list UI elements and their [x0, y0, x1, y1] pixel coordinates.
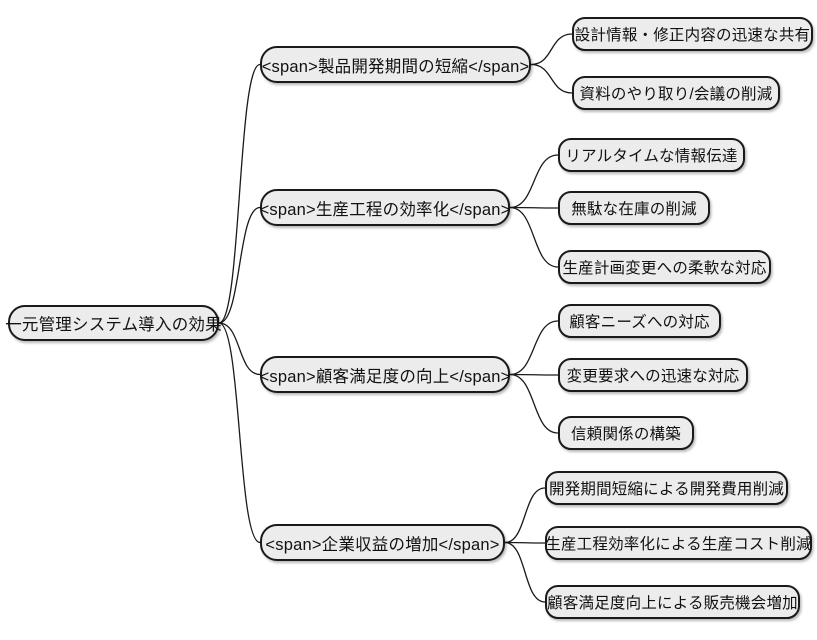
branch-node-0-label: <span>製品開発期間の短縮</span> [261, 57, 530, 76]
branch-node-1-label: <span>生産工程の効率化</span> [259, 200, 511, 219]
root-node[interactable]: 一元管理システム導入の効果 [5, 305, 222, 341]
leaf-node-3-2[interactable]: 顧客満足度向上による販売機会増加 [545, 585, 800, 619]
leaf-node-3-1[interactable]: 生産工程効率化による生産コスト削減 [545, 526, 812, 560]
edge-branch-3-to-leaf-2 [504, 541, 546, 603]
leaf-node-0-1-label: 資料のやり取り/会議の削減 [579, 86, 773, 103]
edge-branch-1-to-leaf-2 [509, 206, 559, 268]
edge-branch-2-to-leaf-0 [509, 320, 559, 376]
edge-root-to-branch-0 [218, 63, 261, 324]
leaf-node-1-0[interactable]: リアルタイムな情報伝達 [558, 138, 745, 172]
leaf-node-0-0-label: 設計情報・修正内容の迅速な共有 [574, 27, 811, 44]
leaf-node-2-1[interactable]: 変更要求への迅速な対応 [558, 358, 748, 392]
leaf-node-3-2-label: 顧客満足度向上による販売機会増加 [547, 595, 798, 612]
leaf-node-2-1-label: 変更要求への迅速な対応 [566, 368, 740, 385]
leaf-node-2-2[interactable]: 信頼関係の構築 [558, 416, 694, 450]
leaf-node-0-0[interactable]: 設計情報・修正内容の迅速な共有 [572, 17, 813, 51]
branch-node-3[interactable]: <span>企業収益の増加</span> [260, 524, 505, 561]
leaf-node-1-2-label: 生産計画変更への柔軟な対応 [562, 260, 767, 277]
leaf-node-1-1-label: 無駄な在庫の削減 [571, 201, 697, 218]
branch-node-2[interactable]: <span>顧客満足度の向上</span> [260, 356, 510, 393]
leaf-node-2-0[interactable]: 顧客ニーズへの対応 [558, 304, 721, 338]
leaf-node-2-2-label: 信頼関係の構築 [571, 426, 681, 443]
edge-branch-1-to-leaf-0 [509, 154, 559, 209]
edge-branch-2-to-leaf-2 [509, 373, 559, 434]
leaf-node-3-0[interactable]: 開発期間短縮による開発費用削減 [545, 471, 788, 505]
edge-root-to-branch-3 [218, 322, 261, 544]
edge-branch-1-to-leaf-1 [509, 206, 559, 209]
branch-node-3-label: <span>企業収益の増加</span> [265, 535, 500, 554]
leaf-node-2-0-label: 顧客ニーズへの対応 [569, 314, 710, 331]
branch-node-2-label: <span>顧客満足度の向上</span> [259, 367, 511, 386]
branch-node-1[interactable]: <span>生産工程の効率化</span> [260, 189, 510, 226]
root-node-label: 一元管理システム導入の効果 [5, 316, 222, 334]
edge-branch-2-to-leaf-1 [509, 373, 559, 376]
leaf-node-1-0-label: リアルタイムな情報伝達 [565, 148, 738, 165]
leaf-node-1-2[interactable]: 生産計画変更への柔軟な対応 [558, 250, 771, 284]
edge-branch-0-to-leaf-0 [530, 33, 573, 66]
leaf-node-1-1[interactable]: 無駄な在庫の削減 [558, 191, 710, 225]
leaf-node-0-1[interactable]: 資料のやり取り/会議の削減 [572, 76, 780, 110]
branch-node-0[interactable]: <span>製品開発期間の短縮</span> [260, 46, 531, 83]
edge-branch-3-to-leaf-0 [504, 487, 546, 544]
edge-branch-3-to-leaf-1 [504, 541, 546, 544]
leaf-node-3-0-label: 開発期間短縮による開発費用削減 [548, 481, 785, 498]
edge-root-to-branch-1 [218, 206, 261, 324]
edge-root-to-branch-2 [218, 322, 261, 376]
leaf-node-3-1-label: 生産工程効率化による生産コスト削減 [545, 536, 812, 553]
edge-branch-0-to-leaf-1 [530, 63, 573, 94]
